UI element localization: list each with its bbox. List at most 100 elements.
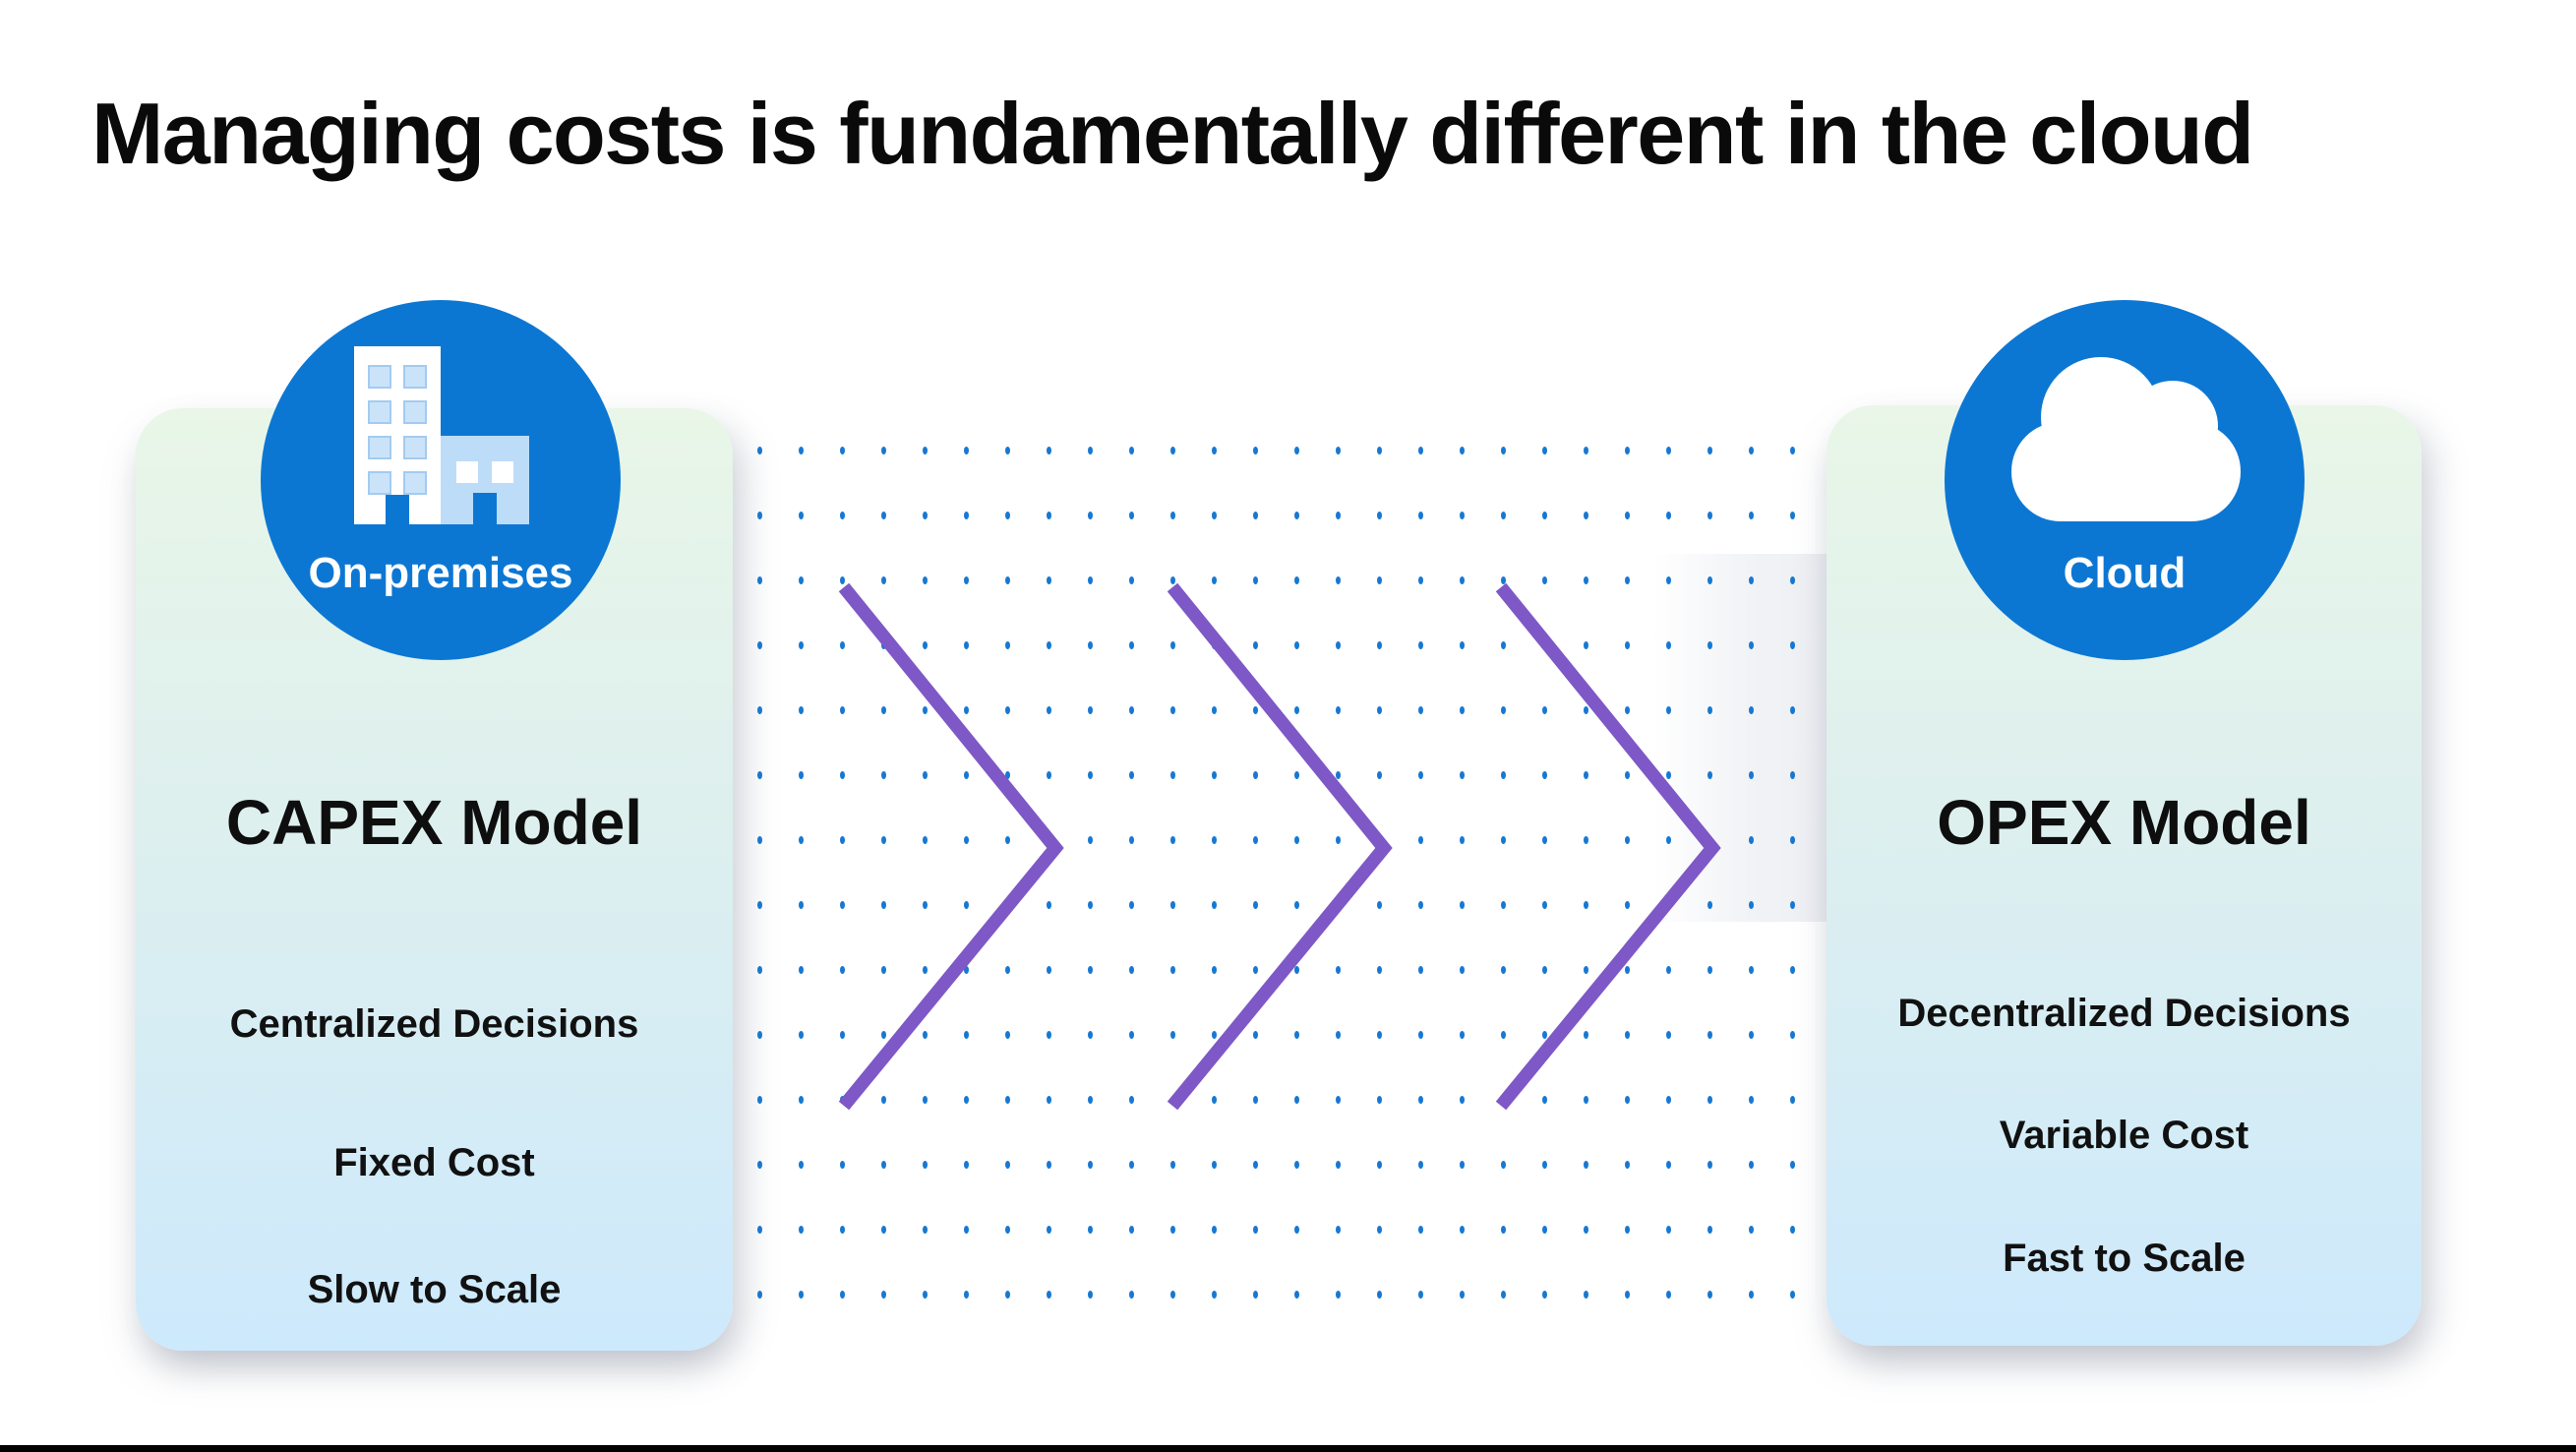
- chevron-right-icon: [1495, 582, 1721, 1111]
- dot: [1005, 966, 1010, 974]
- dot: [923, 447, 928, 454]
- dot: [1707, 901, 1712, 909]
- dot: [1666, 641, 1671, 649]
- dot: [1047, 1291, 1051, 1299]
- dot: [1707, 1226, 1712, 1234]
- dot: [840, 447, 845, 454]
- dot: [757, 966, 762, 974]
- dot: [1501, 1226, 1506, 1234]
- dot: [1707, 512, 1712, 519]
- dot: [1129, 512, 1134, 519]
- dot: [1088, 1226, 1093, 1234]
- dot: [1625, 576, 1630, 584]
- dot: [1047, 641, 1051, 649]
- dot: [1129, 576, 1134, 584]
- dot: [1170, 641, 1175, 649]
- dot: [1170, 1291, 1175, 1299]
- dot: [1005, 836, 1010, 844]
- dot: [1460, 966, 1465, 974]
- dot: [1377, 966, 1382, 974]
- dot: [1294, 641, 1299, 649]
- dot: [1749, 641, 1754, 649]
- dot: [840, 901, 845, 909]
- dot: [1418, 706, 1423, 714]
- dot: [1170, 706, 1175, 714]
- dot: [1790, 1291, 1795, 1299]
- dot: [1542, 576, 1547, 584]
- dot: [1501, 771, 1506, 779]
- dot: [1253, 512, 1258, 519]
- dot: [1294, 836, 1299, 844]
- dot: [881, 706, 886, 714]
- dot: [757, 1226, 762, 1234]
- dot: [1212, 836, 1217, 844]
- dot: [1418, 836, 1423, 844]
- dot: [1253, 901, 1258, 909]
- dot: [1460, 901, 1465, 909]
- dot: [757, 1291, 762, 1299]
- dot: [1542, 771, 1547, 779]
- dot: [1212, 1031, 1217, 1039]
- chevron-right-icon: [1167, 582, 1393, 1111]
- dot: [1377, 706, 1382, 714]
- dot: [881, 447, 886, 454]
- on-premises-label: On-premises: [308, 549, 573, 597]
- dot: [1418, 1031, 1423, 1039]
- dot: [1129, 447, 1134, 454]
- dot: [799, 447, 804, 454]
- dot: [1336, 447, 1341, 454]
- dot: [840, 1161, 845, 1169]
- dot: [923, 901, 928, 909]
- dot: [1170, 1161, 1175, 1169]
- dot: [1584, 512, 1588, 519]
- dot: [881, 1161, 886, 1169]
- dot: [1005, 1161, 1010, 1169]
- dot: [1749, 512, 1754, 519]
- dot: [1666, 966, 1671, 974]
- dot: [799, 1096, 804, 1104]
- dot: [1212, 706, 1217, 714]
- dot: [964, 1226, 969, 1234]
- dot: [799, 641, 804, 649]
- dot: [1088, 447, 1093, 454]
- capex-item: Slow to Scale: [307, 1268, 562, 1311]
- dot: [1501, 1161, 1506, 1169]
- dot: [1005, 641, 1010, 649]
- dot: [1170, 901, 1175, 909]
- dot: [1088, 966, 1093, 974]
- dot: [1253, 1291, 1258, 1299]
- dot: [757, 1096, 762, 1104]
- dot: [1666, 836, 1671, 844]
- dot: [1542, 1096, 1547, 1104]
- dot: [1418, 966, 1423, 974]
- dot: [1129, 901, 1134, 909]
- dot: [1047, 576, 1051, 584]
- dot: [1418, 576, 1423, 584]
- dot: [1625, 901, 1630, 909]
- dot: [1336, 576, 1341, 584]
- dot: [1460, 1291, 1465, 1299]
- dot: [1790, 901, 1795, 909]
- dot: [1584, 576, 1588, 584]
- dot: [1377, 1096, 1382, 1104]
- dot: [1377, 447, 1382, 454]
- dot: [1005, 771, 1010, 779]
- dot: [964, 966, 969, 974]
- dot: [1129, 1096, 1134, 1104]
- dot: [1707, 1161, 1712, 1169]
- dot: [1336, 836, 1341, 844]
- dot: [923, 771, 928, 779]
- dot: [840, 576, 845, 584]
- dot: [1088, 1161, 1093, 1169]
- dot: [1377, 1161, 1382, 1169]
- dot: [1542, 706, 1547, 714]
- dot: [881, 1226, 886, 1234]
- dot: [1088, 901, 1093, 909]
- dot: [1212, 512, 1217, 519]
- dot: [923, 1031, 928, 1039]
- dot: [1212, 447, 1217, 454]
- dot: [840, 836, 845, 844]
- dot: [757, 1031, 762, 1039]
- dot: [1666, 1096, 1671, 1104]
- dot: [1749, 836, 1754, 844]
